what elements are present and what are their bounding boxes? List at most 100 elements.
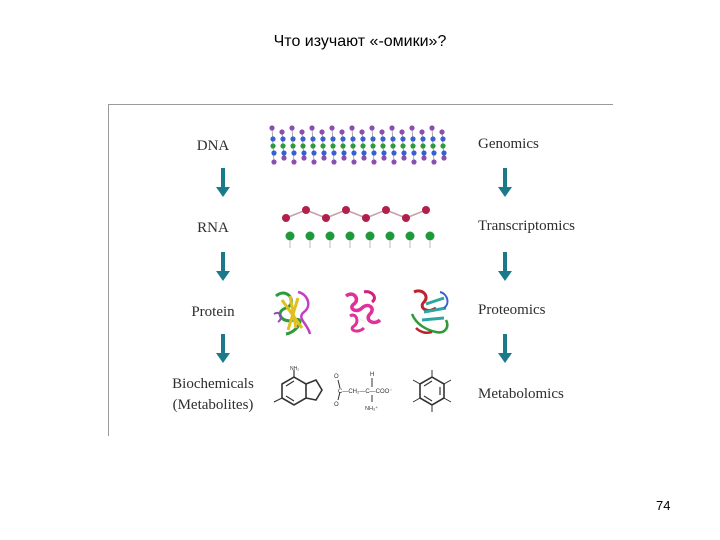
oxygen-label-top: O [334, 374, 339, 380]
rna-base [385, 231, 395, 241]
rna-nucleotide [422, 206, 430, 214]
dna-nucleotide [430, 143, 436, 149]
dna-nucleotide [441, 150, 447, 156]
dna-nucleotide [270, 143, 276, 149]
rna-nucleotide [382, 206, 390, 214]
dna-nucleotide [400, 136, 406, 142]
rna-base [325, 231, 335, 241]
page-title: Что изучают «-омики»? [273, 33, 447, 50]
rna-base [405, 231, 415, 241]
dna-nucleotide [431, 159, 437, 165]
rna-base [425, 231, 435, 241]
rna-nucleotide [362, 214, 370, 222]
dna-nucleotide [290, 136, 296, 142]
label-protein: Protein [191, 304, 235, 320]
dna-nucleotide [401, 150, 407, 156]
label-rna: RNA [197, 220, 229, 236]
dna-nucleotide [410, 143, 416, 149]
dna-nucleotide [411, 159, 417, 165]
dna-nucleotide [390, 143, 396, 149]
dna-nucleotide [349, 125, 355, 131]
dna-nucleotide [381, 155, 387, 161]
rna-base [305, 231, 315, 241]
dna-nucleotide [350, 136, 356, 142]
arrow-down-icon [498, 334, 512, 364]
dna-nucleotide [440, 136, 446, 142]
dna-nucleotide [311, 159, 317, 165]
dna-nucleotide [331, 159, 337, 165]
dna-nucleotide [439, 129, 445, 135]
dna-nucleotide [279, 129, 285, 135]
rna-nucleotide [342, 206, 350, 214]
dna-nucleotide [310, 136, 316, 142]
dna-nucleotide [301, 150, 307, 156]
dna-nucleotide [361, 155, 367, 161]
dna-nucleotide [311, 150, 317, 156]
dna-nucleotide [320, 143, 326, 149]
dna-nucleotide [431, 150, 437, 156]
frame-left-line [108, 104, 109, 436]
dna-nucleotide [339, 129, 345, 135]
arrow-down-icon [498, 252, 512, 282]
dna-nucleotide [421, 150, 427, 156]
dna-nucleotide [379, 129, 385, 135]
arrow-down-icon [216, 252, 230, 282]
frame-top-line [108, 104, 613, 105]
dna-nucleotide [391, 159, 397, 165]
rna-base [285, 231, 295, 241]
dna-nucleotide [399, 129, 405, 135]
dna-nucleotide [370, 136, 376, 142]
dna-nucleotide [380, 136, 386, 142]
dna-nucleotide [310, 143, 316, 149]
dna-nucleotide [441, 155, 447, 161]
dna-nucleotide [371, 150, 377, 156]
dna-nucleotide [289, 125, 295, 131]
dna-nucleotide [271, 159, 277, 165]
label-proteomics: Proteomics [478, 302, 546, 318]
dna-nucleotide [401, 155, 407, 161]
dna-nucleotide [429, 125, 435, 131]
label-dna: DNA [196, 138, 230, 154]
dna-nucleotide [280, 143, 286, 149]
label-biochemicals: Biochemicals [172, 376, 254, 392]
dna-nucleotide [420, 143, 426, 149]
rna-nucleotide [302, 206, 310, 214]
dna-nucleotide [341, 150, 347, 156]
dna-nucleotide [309, 125, 315, 131]
dna-nucleotide [390, 136, 396, 142]
dna-nucleotide [381, 150, 387, 156]
dna-nucleotide [420, 136, 426, 142]
dna-helix-illustration [269, 125, 447, 165]
dna-nucleotide [281, 155, 287, 161]
dna-nucleotide [281, 150, 287, 156]
dna-nucleotide [371, 159, 377, 165]
benzene-molecule-illustration [412, 370, 452, 412]
dna-nucleotide [419, 129, 425, 135]
label-transcriptomics: Transcriptomics [478, 218, 575, 234]
rna-nucleotide [402, 214, 410, 222]
rna-strand-illustration [282, 206, 435, 248]
rna-nucleotide [282, 214, 290, 222]
dna-nucleotide [291, 150, 297, 156]
dna-nucleotide [340, 136, 346, 142]
dna-nucleotide [270, 136, 276, 142]
dna-nucleotide [301, 155, 307, 161]
dna-nucleotide [319, 129, 325, 135]
dna-nucleotide [400, 143, 406, 149]
protein-structure-3-illustration [410, 289, 449, 335]
label-metabolomics: Metabolomics [478, 386, 564, 402]
dna-nucleotide [341, 155, 347, 161]
dna-nucleotide [300, 143, 306, 149]
dna-nucleotide [380, 143, 386, 149]
dna-nucleotide [351, 150, 357, 156]
dna-nucleotide [389, 125, 395, 131]
dna-nucleotide [320, 136, 326, 142]
label-metabolites: (Metabolites) [172, 397, 254, 413]
dna-nucleotide [351, 159, 357, 165]
label-genomics: Genomics [478, 136, 539, 152]
nh3-label: NH₃⁺ [365, 405, 378, 412]
dna-nucleotide [290, 143, 296, 149]
nh2-label: NH₂ [290, 366, 299, 372]
rna-base [345, 231, 355, 241]
dna-nucleotide [421, 155, 427, 161]
